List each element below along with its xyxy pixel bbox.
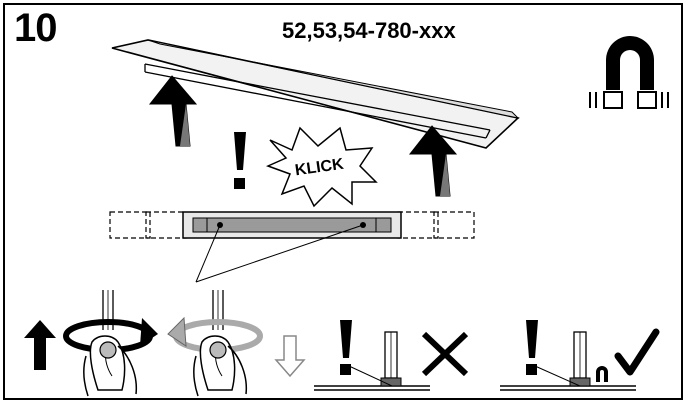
exclamation-icon-top (234, 132, 246, 189)
up-arrow-left-icon (148, 75, 198, 147)
up-arrow-icon (24, 320, 56, 370)
diagram-frame (3, 3, 683, 400)
up-arrow-right-icon (408, 125, 458, 197)
cross-icon (421, 331, 469, 377)
correct-example (500, 320, 660, 391)
hand-loosen (167, 290, 263, 397)
down-arrow-icon (274, 335, 306, 378)
exclamation-icon-wrong (340, 320, 352, 358)
klick-label: KLICK (294, 156, 345, 180)
check-icon (614, 328, 660, 376)
hand-tighten (63, 290, 158, 397)
product-code: 52,53,54-780-xxx (282, 18, 456, 43)
exclamation-icon-correct (526, 320, 538, 358)
klick-burst-icon (265, 126, 378, 208)
small-magnet-icon (596, 366, 608, 382)
ceiling-panel (111, 39, 520, 149)
magnet-icon (589, 36, 669, 109)
rail-assembly (109, 211, 475, 283)
step-number: 10 (14, 6, 57, 50)
wrong-example (314, 320, 469, 391)
